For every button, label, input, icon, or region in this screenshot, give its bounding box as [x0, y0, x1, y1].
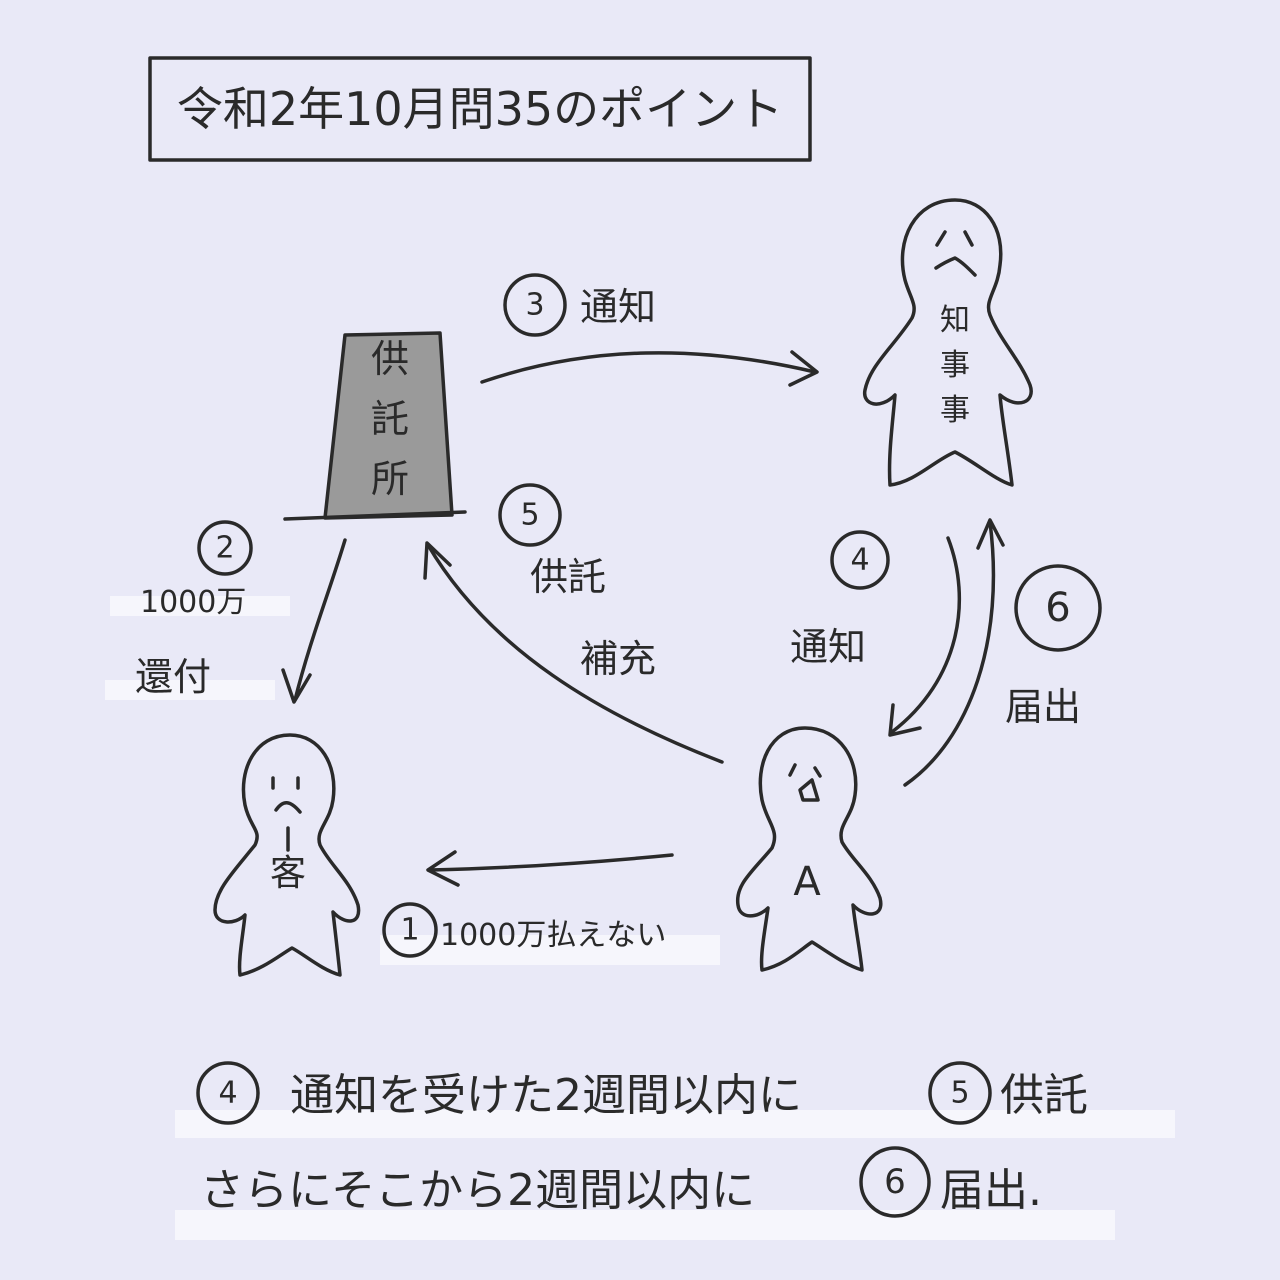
step-4-label: 通知	[790, 625, 866, 669]
governor-person: 知 事 事	[863, 198, 1033, 487]
deposit-office-char-2: 託	[371, 397, 409, 441]
step-2-highlight-1	[110, 596, 290, 616]
note-line2-end: 届出.	[940, 1165, 1042, 1216]
step-5-label-line2: 補充	[580, 637, 656, 681]
step-1-highlight	[380, 935, 720, 965]
note-highlight-1	[175, 1110, 1175, 1138]
deposit-office: 供 託 所	[283, 331, 467, 521]
arrow-step-4	[888, 536, 962, 737]
title-box: 令和2年10月問35のポイント	[148, 56, 812, 162]
arrow-step-1	[426, 850, 674, 887]
title-text: 令和2年10月問35のポイント	[177, 82, 783, 136]
arrow-step-6	[903, 518, 1005, 787]
step-6-badge	[1014, 564, 1102, 652]
step-3-badge	[503, 273, 567, 337]
governor-char-3: 事	[940, 393, 970, 428]
step-5-label-line1: 供託	[530, 555, 606, 599]
note-highlight-2	[175, 1210, 1115, 1240]
step-6-label: 届出	[1005, 685, 1081, 729]
step-2-number: 2	[215, 531, 234, 566]
note-badge-6	[859, 1146, 931, 1218]
step-4-badge	[830, 530, 890, 590]
arrow-step-2	[281, 538, 347, 704]
step-5-number: 5	[520, 498, 539, 533]
step-6-number: 6	[1045, 585, 1070, 631]
customer-char-1: 客	[270, 853, 306, 894]
agent-person: A	[735, 726, 883, 972]
note-badge-4-number: 4	[218, 1076, 237, 1111]
agent-label: A	[793, 859, 821, 905]
deposit-office-char-1: 供	[371, 337, 409, 381]
note-badge-5	[928, 1061, 992, 1125]
step-4-number: 4	[850, 543, 869, 578]
step-3-label: 通知	[580, 285, 656, 329]
note-line1-text: 通知を受けた2週間以内に	[290, 1070, 802, 1121]
step-2-label-line1: 1000万	[140, 585, 246, 620]
note-badge-4	[196, 1061, 260, 1125]
arrow-step-3	[480, 350, 819, 387]
step-3-number: 3	[525, 288, 544, 323]
step-1-number: 1	[400, 913, 419, 948]
note-line1-end: 供託	[1000, 1070, 1088, 1121]
note-badge-5-number: 5	[950, 1076, 969, 1111]
deposit-office-char-3: 所	[371, 457, 409, 501]
step-2-badge	[197, 520, 253, 576]
note-badge-6-number: 6	[884, 1162, 906, 1202]
step-2-label-line2: 還付	[135, 655, 211, 699]
step-1-badge	[382, 902, 438, 958]
note-line2-text: さらにそこから2週間以内に	[200, 1165, 755, 1216]
arrow-step-5	[423, 541, 724, 764]
step-5-badge	[498, 483, 562, 547]
governor-char-2: 事	[940, 348, 970, 383]
governor-char-1: 知	[940, 303, 970, 338]
customer-person: 客	[213, 733, 361, 977]
notes: 4 通知を受けた2週間以内に 5 供託 さらにそこから2週間以内に 6 届出.	[175, 1061, 1175, 1240]
step-2-highlight-2	[105, 680, 275, 700]
step-1-label: 1000万払えない	[440, 918, 666, 953]
